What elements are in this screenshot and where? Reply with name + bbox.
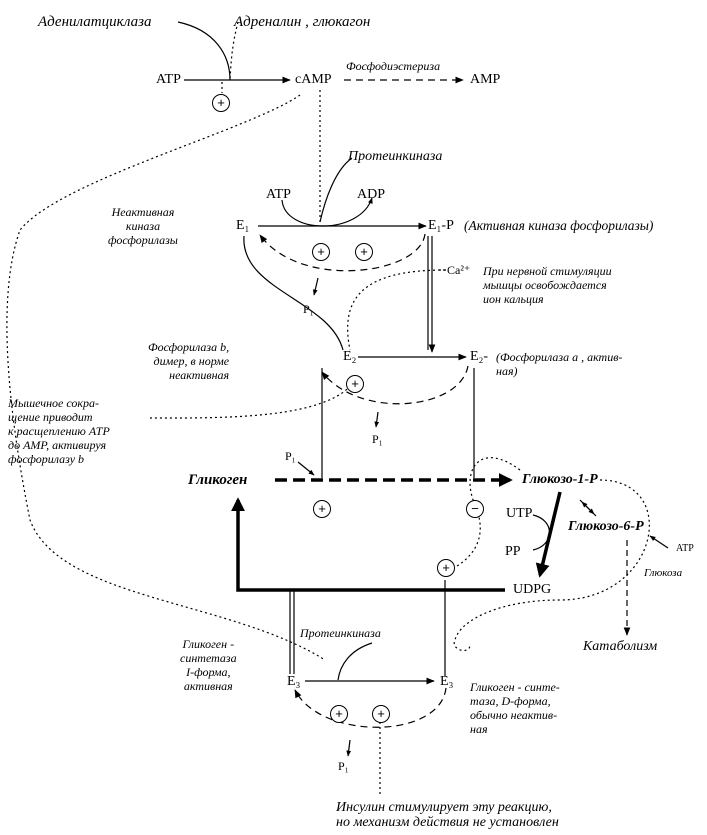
- camp-label: cAMP: [295, 72, 332, 87]
- adp-label: ADP: [357, 187, 386, 202]
- plus-sign-2: +: [312, 243, 330, 261]
- g1p-label: Глюкозо-1-Р: [522, 472, 598, 487]
- active-kinase-label: (Активная киназа фосфорилазы): [464, 218, 654, 233]
- camp-to-synthase-dotted: [6, 94, 326, 661]
- g1p-g6p-arrow-b: [581, 501, 597, 517]
- pi-small-arrow-1: [312, 277, 319, 296]
- g6p-label: Глюкозо-6-Р: [568, 519, 644, 534]
- muscle-contraction-note: Мышечное сокра- щение приводит к расщепл…: [8, 396, 110, 466]
- plus-sign-7: +: [330, 705, 348, 723]
- e3b-to-e3-dashed: [294, 687, 447, 728]
- atp-g6p-label: ATP: [676, 543, 694, 554]
- e3-label: E₃: [287, 674, 301, 689]
- phosphorylase-a-label: (Фосфорилаза a , актив- ная): [496, 350, 623, 378]
- pp-label: PP: [505, 544, 521, 559]
- pi-glycogen-arrow: [297, 461, 315, 476]
- synthase-proteinkinase-curve: [337, 642, 373, 681]
- atp-top-label: ATP: [156, 72, 181, 87]
- calcium-label: Ca²⁺: [447, 263, 471, 277]
- adrenalin-glucagon-label: Адреналин , глюкагон: [234, 14, 371, 30]
- udpg-label: UDPG: [513, 582, 552, 597]
- e2p-label: E₂-: [470, 349, 489, 364]
- pi-label-1: P₁: [303, 302, 314, 316]
- glucose-label: Глюкоза: [644, 567, 683, 579]
- e1p-label: E₁-P: [428, 218, 454, 233]
- adenylate-cyclase-curve: [177, 21, 231, 81]
- phosphorylase-b-label: Фосфорилаза b, димер, в норме неактивная: [148, 340, 230, 382]
- adrenalin-curve: [229, 21, 239, 81]
- catabolism-label: Катаболизм: [583, 639, 658, 654]
- adenylate-cyclase-label: Аденилатциклаза: [38, 14, 152, 30]
- atp-to-g6p-arrow: [649, 535, 669, 549]
- utp-pp-curve: [532, 514, 550, 551]
- plus-sign-1: +: [212, 94, 230, 112]
- muscle-dotted-line: [149, 379, 356, 419]
- minus-sign: −: [466, 500, 484, 518]
- amp-label: AMP: [470, 72, 501, 87]
- udpg-to-glycogen-arrow: [231, 497, 505, 592]
- e2-label: E₂: [343, 349, 357, 364]
- insulin-note: Инсулин стимулирует эту реакцию, но меха…: [336, 800, 559, 830]
- plus-sign-5: +: [313, 500, 331, 518]
- atp-kinase-label: ATP: [266, 187, 291, 202]
- glycogen-label: Гликоген: [188, 472, 248, 488]
- pi-glycogen-label: P₁: [285, 449, 296, 463]
- pi-small-arrow-2: [374, 411, 380, 428]
- proteinkinase-label-top: Протеинкиназа: [348, 149, 443, 164]
- synthase-d-label: Гликоген - синте- таза, D-форма, обычно …: [470, 680, 560, 736]
- e3b-label: E₃: [440, 674, 454, 689]
- e1-to-e2-curve: [243, 235, 344, 351]
- calcium-dotted-curve: [347, 269, 446, 351]
- pi-small-arrow-3: [346, 739, 352, 757]
- atp-adp-curve: [281, 197, 373, 227]
- proteinkinase-label-bottom: Протеинкиназа: [300, 626, 381, 640]
- e2p-to-e2-dashed: [321, 365, 469, 405]
- plus-sign-8: +: [372, 705, 390, 723]
- plus-sign-3: +: [355, 243, 373, 261]
- proteinkinase-curve: [319, 157, 353, 223]
- plus-sign-4: +: [346, 375, 364, 393]
- pi-label-2: P₁: [372, 432, 383, 446]
- e1p-to-e1-dashed: [259, 233, 426, 272]
- utp-label: UTP: [506, 506, 533, 521]
- phosphodiesterase-label: Фосфодиэстериза: [346, 59, 441, 73]
- e1-label: E₁: [236, 218, 250, 233]
- calcium-note: При нервной стимуляции мышцы освобождает…: [483, 264, 612, 306]
- synthase-i-label: Гликоген - синтетаза I-форма, активная: [180, 637, 237, 693]
- pi-label-3: P₁: [338, 759, 349, 773]
- plus-sign-6: +: [437, 559, 455, 577]
- inactive-kinase-label: Неактивная киназа фосфорилазы: [108, 205, 178, 247]
